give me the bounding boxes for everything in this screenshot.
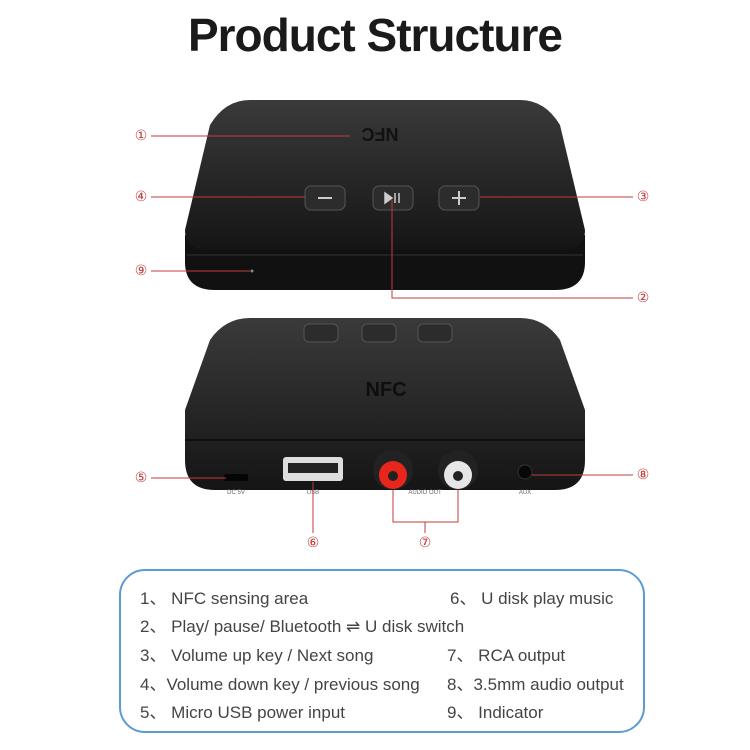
legend-item: 4、Volume down key / previous song — [140, 675, 420, 694]
micro-usb-port — [224, 474, 248, 481]
callout-5: ⑤ — [135, 470, 148, 486]
legend-item: 5、 Micro USB power input — [140, 703, 346, 722]
port-label: DC 5V — [227, 490, 245, 496]
device-body — [185, 318, 585, 490]
device-top-view: NFC — [185, 100, 585, 290]
aux-port — [517, 464, 533, 480]
legend-item: 9、 Indicator — [447, 703, 544, 722]
callout-labels: ① ④ ③ ⑨ ② ⑤ ⑥ ⑦ ⑧ — [135, 128, 650, 551]
legend-item: 1、 NFC sensing area — [140, 589, 309, 608]
callout-4: ④ — [135, 189, 148, 205]
callout-1: ① — [135, 128, 148, 144]
device-top-surface — [185, 100, 585, 250]
port-label: AUDIO OUT — [408, 490, 442, 496]
callout-9: ⑨ — [135, 263, 148, 279]
indicator-led — [250, 269, 254, 273]
callout-7: ⑦ — [419, 535, 432, 551]
legend-item: 3、 Volume up key / Next song — [140, 646, 374, 665]
play-pause-icon — [384, 191, 400, 205]
legend-box — [119, 569, 645, 733]
callout-3: ③ — [637, 189, 650, 205]
callout-8: ⑧ — [637, 467, 650, 483]
legend-item: 6、 U disk play music — [450, 589, 614, 608]
nfc-mark: NFC — [362, 124, 399, 144]
page-title: Product Structure — [187, 9, 563, 61]
front-nfc-mark: NFC — [365, 379, 406, 401]
callout-6: ⑥ — [307, 535, 320, 551]
legend-item: 8、3.5mm audio output — [447, 675, 624, 694]
callout-2: ② — [637, 290, 650, 306]
legend-item: 7、 RCA output — [447, 646, 566, 665]
port-label: AUX — [519, 490, 531, 496]
device-front-view: NFC DC 5V USB AUDIO OUT AUX — [185, 318, 585, 496]
legend-item: 2、 Play/ pause/ Bluetooth ⇌ U disk switc… — [140, 617, 465, 636]
leader-lines — [151, 135, 633, 533]
